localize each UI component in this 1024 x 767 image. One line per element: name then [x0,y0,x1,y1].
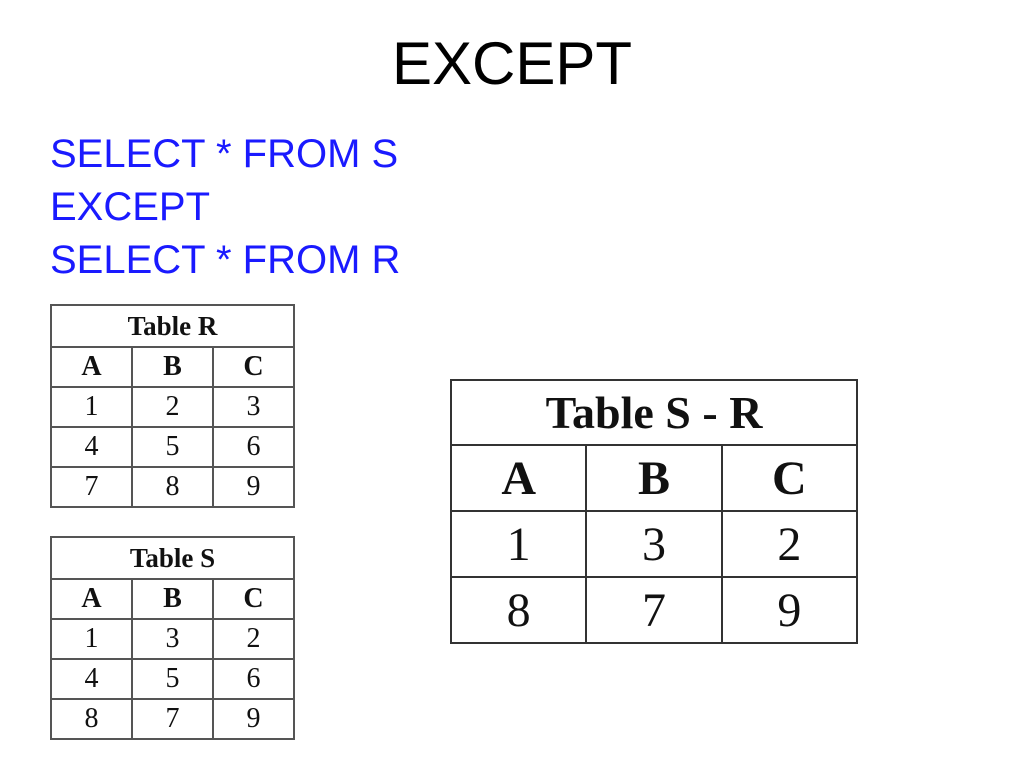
table-cell: 9 [212,466,295,508]
table-cell: 1 [449,510,588,578]
table-cell: 2 [212,618,295,660]
table-cell: 4 [50,658,133,700]
table-s: Table S A B C 1 3 2 4 5 6 8 7 9 [50,536,295,740]
table-s-minus-r: Table S - R A B C 1 3 2 8 7 9 [449,379,859,644]
table-cell: 9 [212,698,295,740]
query-line-select-s: SELECT * FROM S [50,132,399,176]
table-cell: 8 [50,698,133,740]
table-row: 4 5 6 [50,426,295,468]
sql-query: SELECT * FROM S EXCEPT SELECT * FROM R [50,128,400,287]
table-cell: 1 [50,618,133,660]
table-caption: Table R [50,304,295,348]
table-r: Table R A B C 1 2 3 4 5 6 7 8 9 [50,304,295,508]
table-row: 1 3 2 [50,618,295,660]
table-cell: 3 [131,618,214,660]
column-header: A [50,578,133,620]
table-cell: 8 [449,576,588,644]
table-row: 8 7 9 [50,698,295,740]
query-line-select-r: SELECT * FROM R [50,238,401,282]
column-header: C [720,444,859,512]
query-line-except: EXCEPT [50,185,211,229]
table-cell: 2 [131,386,214,428]
column-header: B [131,578,214,620]
table-cell: 7 [585,576,723,644]
table-row: 4 5 6 [50,658,295,700]
column-header: C [212,346,295,388]
table-cell: 6 [212,426,295,468]
table-caption: Table S [50,536,295,580]
table-row: 8 7 9 [449,576,859,644]
table-cell: 8 [131,466,214,508]
table-cell: 6 [212,658,295,700]
table-row: 7 8 9 [50,466,295,508]
table-cell: 3 [212,386,295,428]
table-row: 1 3 2 [449,510,859,578]
table-cell: 3 [585,510,723,578]
table-cell: 7 [131,698,214,740]
column-header: B [585,444,723,512]
slide-title: EXCEPT [391,30,633,97]
table-cell: 1 [50,386,133,428]
column-header: C [212,578,295,620]
table-cell: 7 [50,466,133,508]
column-header: A [50,346,133,388]
table-row: 1 2 3 [50,386,295,428]
table-cell: 9 [720,576,859,644]
table-cell: 2 [720,510,859,578]
column-header: A [449,444,588,512]
table-cell: 4 [50,426,133,468]
table-caption: Table S - R [450,379,858,446]
table-cell: 5 [131,658,214,700]
column-header: B [131,346,214,388]
table-cell: 5 [131,426,214,468]
